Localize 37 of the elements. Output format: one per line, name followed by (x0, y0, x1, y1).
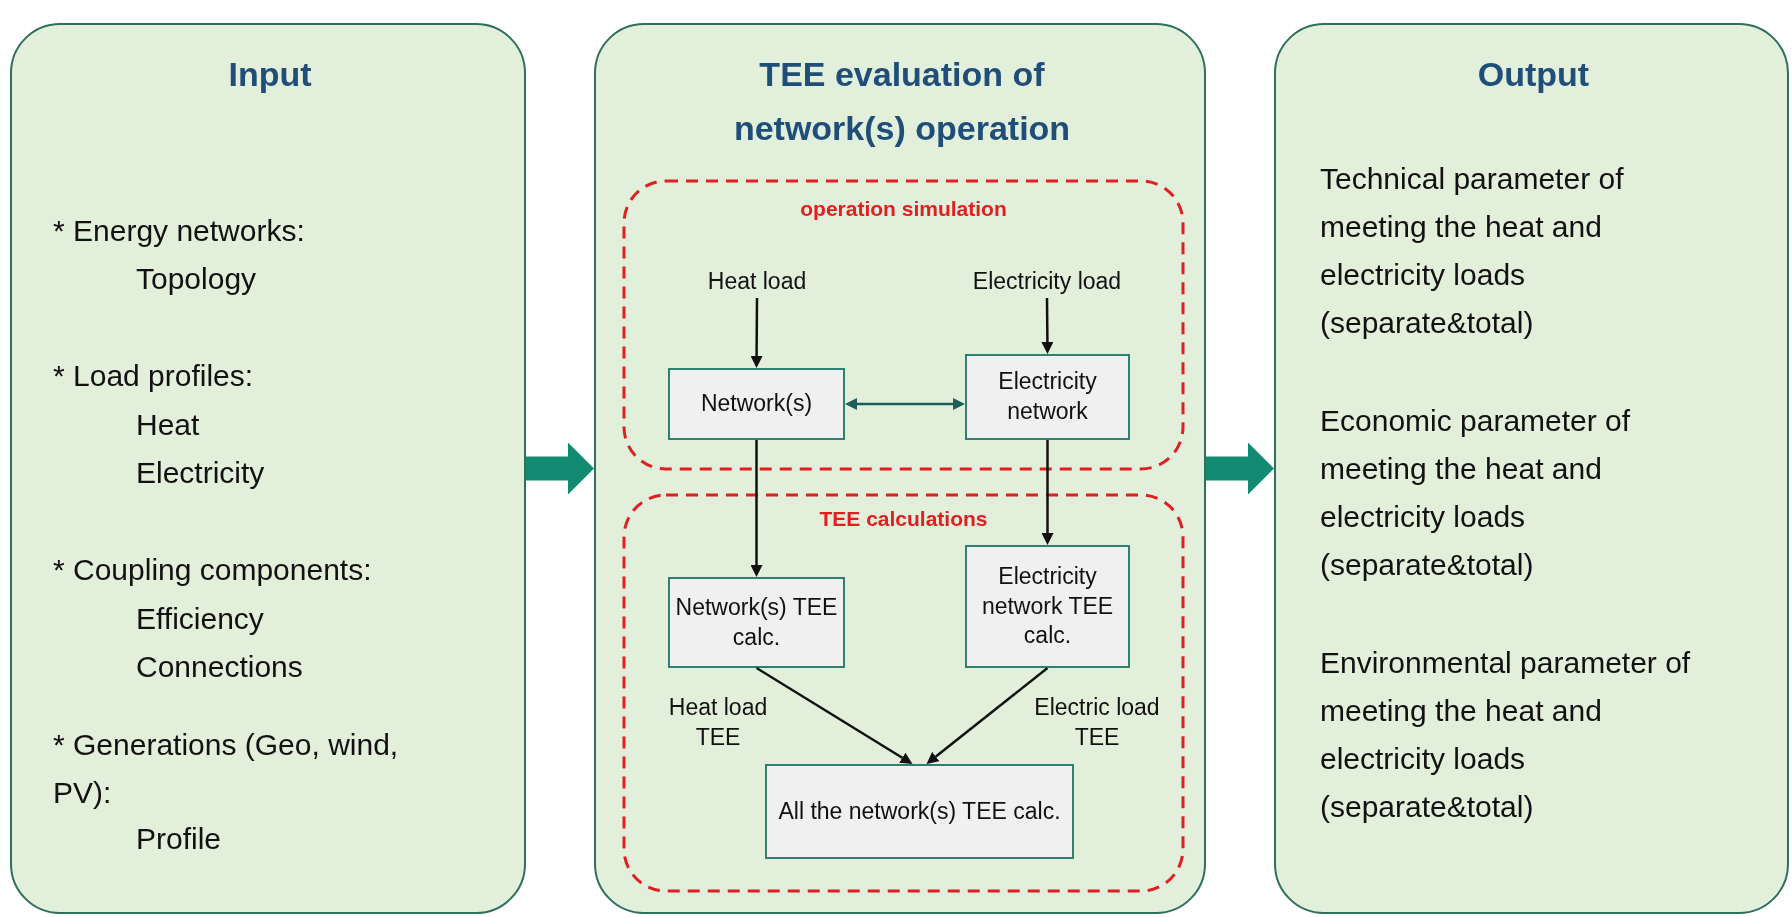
arrow (750, 298, 763, 368)
text-item: Efficiency (136, 601, 265, 637)
process-box: Electricity network (965, 354, 1130, 440)
text-item: * Generations (Geo, wind, PV): (53, 727, 400, 811)
arrow (926, 667, 1049, 764)
arrow (750, 440, 763, 577)
arrow (845, 398, 965, 410)
process-box: All the network(s) TEE calc. (765, 764, 1074, 859)
panel-title: Output (1476, 54, 1591, 95)
text-item: Topology (136, 261, 258, 297)
group-title: operation simulation (799, 197, 1008, 221)
panel-title: TEE evaluation of network(s) operation (732, 54, 1072, 149)
text-item: Connections (136, 649, 304, 685)
process-box: Network(s) TEE calc. (668, 577, 845, 668)
panel-title: Input (227, 54, 313, 95)
text-item: Technical parameter of meeting the heat and electricity loads (separate&total) (1320, 161, 1625, 341)
input-label: Electricity load (952, 264, 1142, 298)
arrow (1041, 298, 1054, 354)
text-item: * Energy networks: (53, 213, 306, 249)
block-arrow (1206, 442, 1274, 495)
text-item: Economic parameter of meeting the heat and electricity loads (separate&total) (1320, 403, 1632, 583)
output-panel (1274, 23, 1789, 914)
arrow (755, 666, 913, 764)
text-item: Profile (136, 821, 223, 857)
process-box: Network(s) (668, 368, 845, 440)
block-arrow (526, 442, 594, 495)
process-box: Electricity network TEE calc. (965, 545, 1130, 668)
arrow (1041, 440, 1054, 545)
text-item: Heat (136, 407, 201, 443)
text-item: * Load profiles: (53, 358, 255, 394)
input-panel (10, 23, 526, 914)
input-label: Heat load (682, 264, 832, 298)
group-title: TEE calculations (818, 507, 989, 531)
text-item: Environmental parameter of meeting the heat and electricity loads (separate&total) (1320, 645, 1692, 825)
text-item: Electricity (136, 455, 266, 491)
text-item: * Coupling components: (53, 552, 373, 588)
process-panel (594, 23, 1206, 914)
